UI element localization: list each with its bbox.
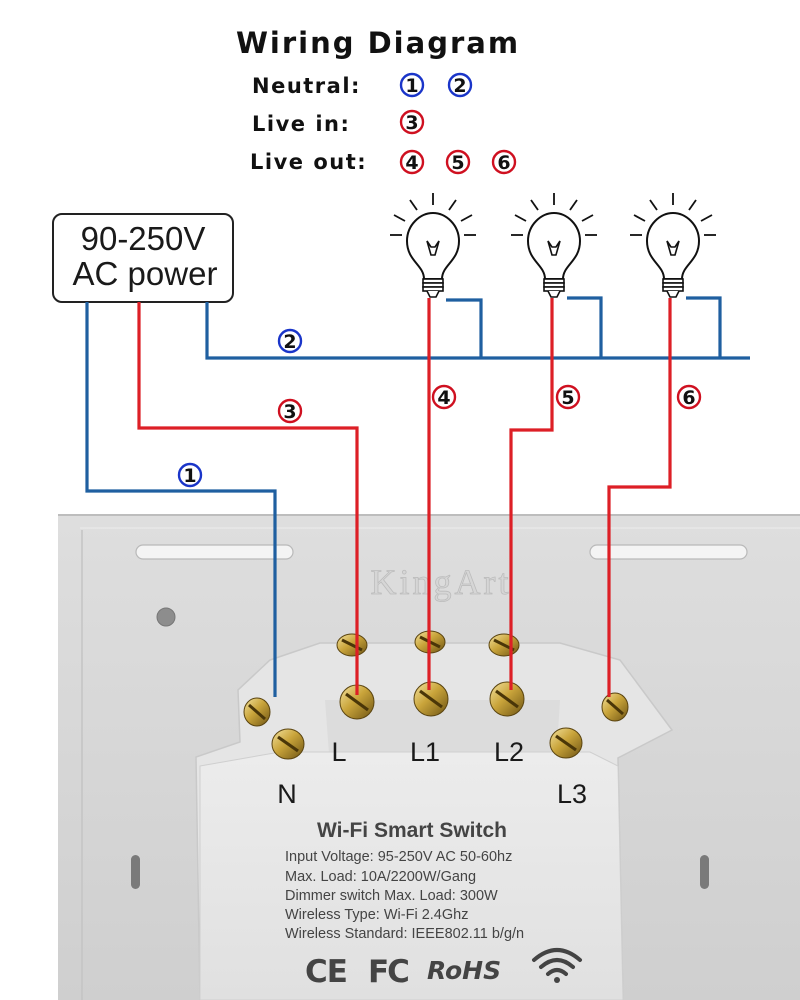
module-spec-list: Input Voltage: 95-250V AC 50-60hz Max. L… — [285, 849, 524, 942]
neutral-wire-1 — [85, 302, 277, 697]
module-spec-line: Wireless Type: Wi-Fi 2.4Ghz — [285, 907, 468, 923]
neutral-bulb-1-lead — [446, 298, 483, 358]
rohs-mark-icon: RoHS — [427, 956, 501, 985]
screw-n-aux-icon — [243, 697, 271, 727]
svg-text:2: 2 — [453, 75, 466, 97]
screw-n-icon — [271, 728, 305, 760]
legend-neutral-num-2: 2 — [447, 72, 473, 98]
power-voltage-text: 90-250V — [81, 220, 206, 257]
fc-mark-icon: FC — [368, 954, 408, 990]
svg-text:2: 2 — [283, 331, 296, 353]
svg-text:3: 3 — [283, 401, 296, 423]
ce-mark-icon: CE — [305, 954, 347, 990]
neutral-bulb-2-lead — [567, 296, 603, 358]
brand-watermark: KingArt — [371, 562, 512, 602]
screw-l3-icon — [549, 727, 583, 759]
terminal-label-l2: L2 — [494, 737, 524, 767]
module-spec-line: Dimmer switch Max. Load: 300W — [285, 888, 498, 904]
live-in-wire-3 — [137, 302, 359, 695]
wires — [85, 296, 750, 697]
wifi-icon — [532, 948, 582, 983]
terminal-label-l1: L1 — [410, 737, 440, 767]
live-out-wire-5 — [509, 298, 554, 690]
module-spec-line: Input Voltage: 95-250V AC 50-60hz — [285, 849, 512, 865]
diagram-title: Wiring Diagram — [236, 26, 520, 60]
terminal-label-l: L — [331, 737, 346, 767]
wire-label-2: 2 — [277, 328, 303, 354]
legend-live-out-num-6: 6 — [491, 149, 517, 175]
screw-l3-aux-icon — [601, 692, 629, 722]
module-spec-line: Max. Load: 10A/2200W/Gang — [285, 869, 476, 885]
legend-live-in-num-3: 3 — [399, 109, 425, 135]
lightbulb-2-icon — [510, 192, 598, 298]
screw-top-3-icon — [488, 633, 520, 657]
power-source-box: 90-250V AC power — [52, 213, 234, 303]
legend-live-out-label: Live out: — [250, 150, 367, 174]
svg-text:5: 5 — [451, 152, 464, 174]
switch-module — [195, 642, 674, 1000]
legend-neutral-num-1: 1 — [399, 72, 425, 98]
live-out-wire-6 — [607, 298, 672, 697]
legend-live-out-num-5: 5 — [445, 149, 471, 175]
neutral-bulb-3-lead — [686, 296, 722, 358]
module-title: Wi-Fi Smart Switch — [317, 819, 507, 842]
svg-text:4: 4 — [405, 152, 418, 174]
svg-text:6: 6 — [497, 152, 510, 174]
screw-l2-icon — [489, 681, 525, 717]
svg-text:4: 4 — [437, 387, 450, 409]
svg-text:5: 5 — [561, 387, 574, 409]
legend-live-out-num-4: 4 — [399, 149, 425, 175]
wire-label-1: 1 — [177, 462, 203, 488]
wire-label-6: 6 — [676, 384, 702, 410]
screw-l1-icon — [413, 681, 449, 717]
svg-text:1: 1 — [183, 465, 196, 487]
wire-label-3: 3 — [277, 398, 303, 424]
lightbulb-1-icon — [389, 192, 477, 298]
neutral-wire-2 — [205, 302, 750, 360]
svg-text:6: 6 — [682, 387, 695, 409]
terminal-label-l3: L3 — [557, 779, 587, 809]
power-ac-text: AC power — [73, 255, 218, 292]
legend-live-in-label: Live in: — [252, 112, 350, 136]
svg-text:1: 1 — [405, 75, 418, 97]
module-spec-line: Wireless Standard: IEEE802.11 b/g/n — [285, 926, 524, 942]
terminal-screws — [243, 630, 629, 760]
lightbulb-3-icon — [629, 192, 717, 298]
terminal-label-n: N — [277, 779, 297, 809]
svg-text:3: 3 — [405, 112, 418, 134]
wire-label-5: 5 — [555, 384, 581, 410]
legend-neutral-label: Neutral: — [252, 74, 361, 98]
screw-top-1-icon — [336, 633, 368, 657]
wire-label-4: 4 — [431, 384, 457, 410]
